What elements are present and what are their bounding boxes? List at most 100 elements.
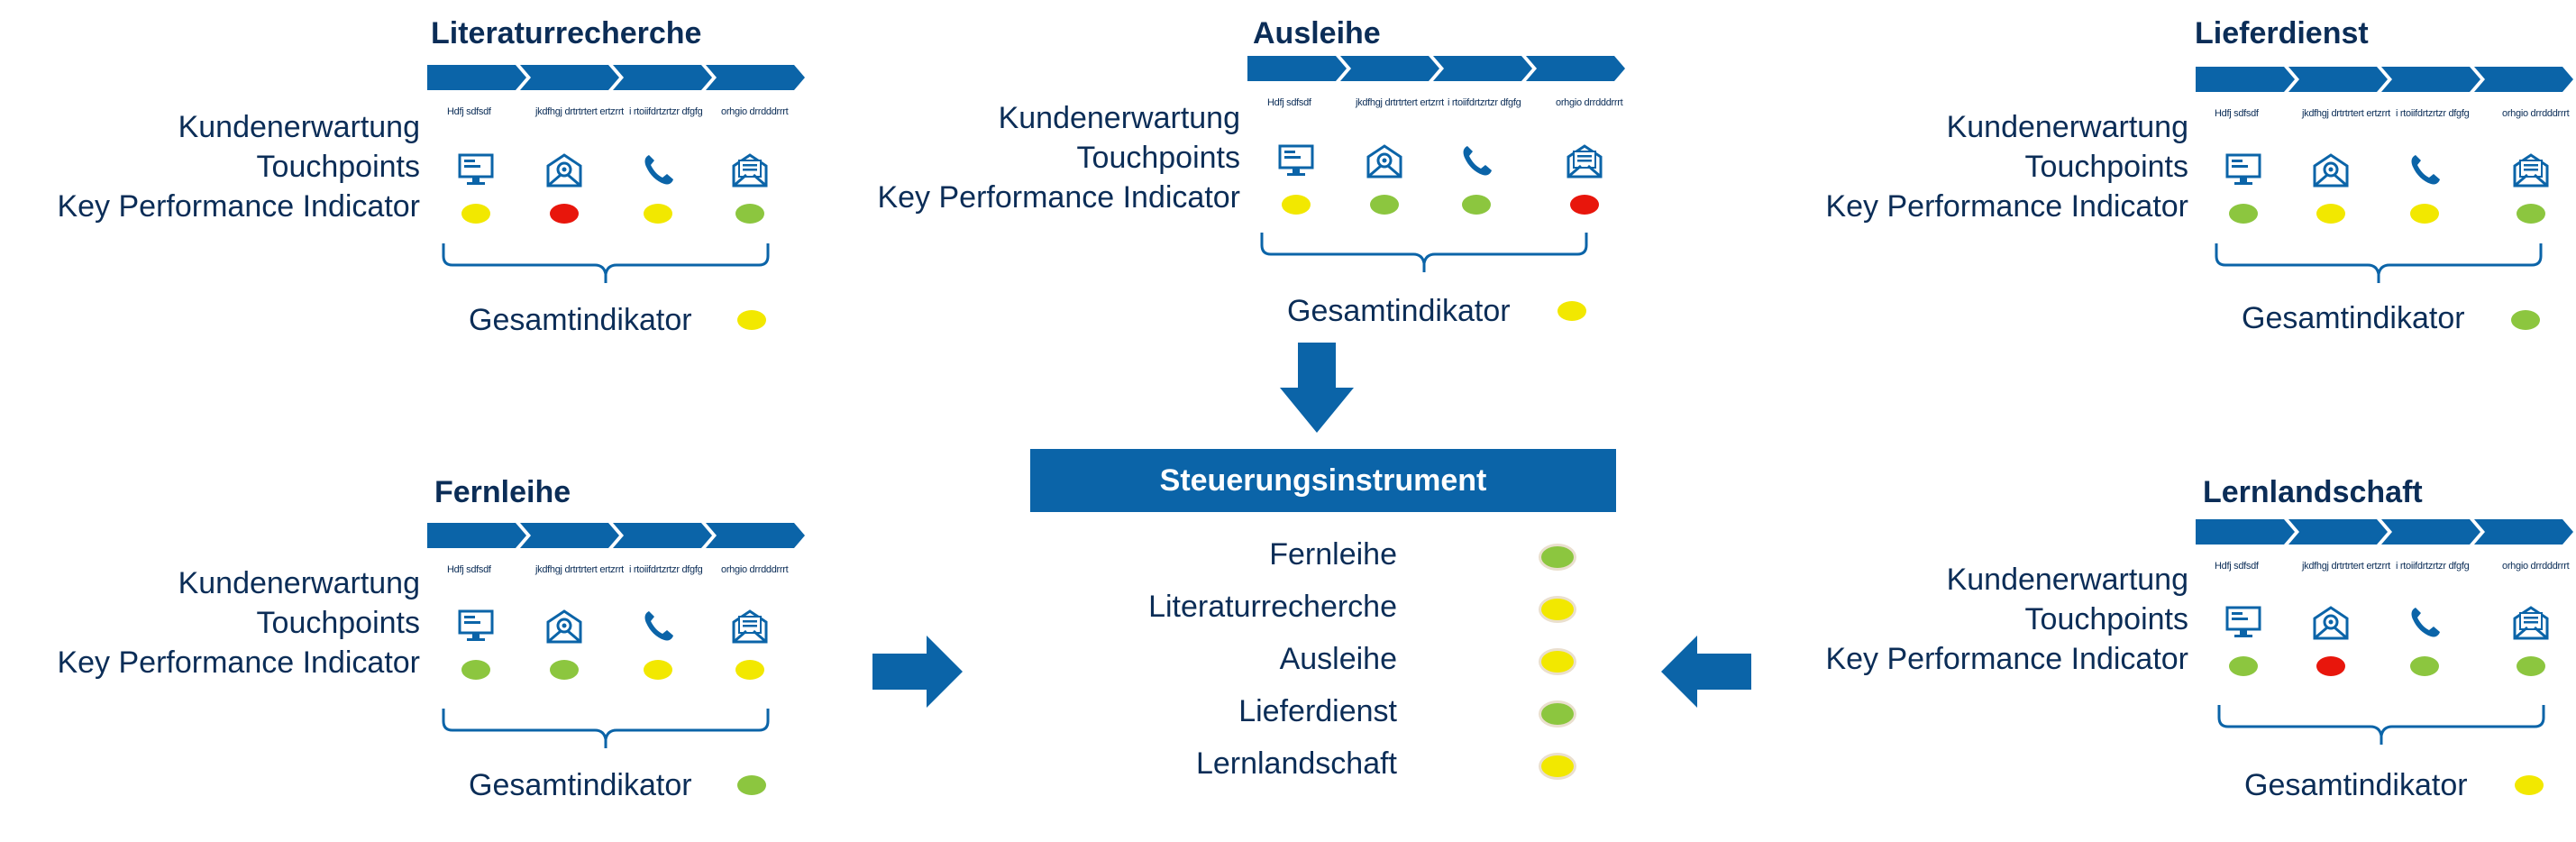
kpi-status-dot-yellow [644,660,672,680]
process-step-chevron [1340,56,1439,81]
step-text: Hdfj sdfsdf [447,106,491,117]
label-kpi: Key Performance Indicator [57,189,420,224]
step-text: orhgio drrdddrrrt [1556,97,1623,108]
process-step-chevron [2474,67,2573,92]
label-touchpoints: Touchpoints [2024,150,2188,184]
step-text: Hdfj sdfsdf [2215,108,2259,119]
process-step-chevron [427,65,526,90]
process-chevrons [427,523,805,548]
gesamt-status-dot-yellow [2515,775,2544,795]
letter-icon [730,606,770,645]
center-status-dot-yellow [1541,755,1574,777]
gesamt-status-dot-yellow [737,310,766,330]
phone-icon [2405,150,2444,189]
process-step-chevron [2196,519,2295,545]
process-step-chevron [1247,56,1347,81]
monitor-icon [456,606,496,645]
center-status-dot-yellow [1541,651,1574,673]
center-item-label: Fernleihe [1269,537,1397,572]
kpi-status-dot-yellow [2316,204,2345,224]
step-text: i rtoiifdrtzrtzr dfgfg [2396,561,2470,572]
gesamtindikator-label: Gesamtindikator [1287,294,1511,328]
step-text: Hdfj sdfsdf [2215,561,2259,572]
gesamt-status-dot-yellow [1557,301,1586,321]
kpi-status-dot-yellow [1282,195,1311,215]
gesamt-status-dot-green [737,775,766,795]
process-step-chevron [1433,56,1532,81]
step-text: i rtoiifdrtzrtzr dfgfg [629,564,703,575]
step-text: orhgio drrdddrrrt [721,106,789,117]
kpi-status-dot-yellow [644,204,672,224]
email-at-icon [544,606,584,645]
monitor-icon [2224,602,2263,642]
step-text: jkdfhgj drtrtrtert ertzrrt [1356,97,1444,108]
kpi-status-dot-yellow [735,660,764,680]
process-step-chevron [2381,519,2480,545]
letter-icon [2511,602,2551,642]
monitor-icon [2224,150,2263,189]
panel-title: Lernlandschaft [2203,475,2423,509]
gesamt-status-dot-green [2511,310,2540,330]
email-at-icon [544,150,584,189]
curly-brace [442,243,770,283]
kpi-status-dot-green [550,660,579,680]
kpi-status-dot-green [2229,656,2258,676]
label-touchpoints: Touchpoints [256,150,420,184]
kpi-status-dot-green [2410,656,2439,676]
gesamtindikator-label: Gesamtindikator [2242,301,2465,335]
kpi-status-dot-red [2316,656,2345,676]
center-title-box: Steuerungsinstrument [1030,449,1616,512]
phone-icon [638,150,678,189]
kpi-status-dot-red [1570,195,1599,215]
label-kundenerwartung: Kundenerwartung [1946,110,2188,144]
arrow-down-icon [1280,343,1354,433]
step-text: jkdfhgj drtrtrtert ertzrrt [2302,108,2390,119]
process-step-chevron [706,65,805,90]
step-text: jkdfhgj drtrtrtert ertzrrt [535,564,624,575]
arrow-right-icon [872,636,963,708]
curly-brace [2215,243,2543,283]
panel-title: Fernleihe [434,475,571,509]
monitor-icon [1276,141,1316,180]
process-step-chevron [2288,519,2388,545]
gesamtindikator-label: Gesamtindikator [469,303,692,337]
email-at-icon [1365,141,1404,180]
label-kpi: Key Performance Indicator [877,180,1240,215]
process-chevrons [2196,519,2573,545]
kpi-status-dot-green [2517,656,2545,676]
letter-icon [730,150,770,189]
step-text: orhgio drrdddrrrt [2502,561,2570,572]
step-text: i rtoiifdrtzrtzr dfgfg [1448,97,1521,108]
kpi-status-dot-green [1462,195,1491,215]
process-chevrons [2196,67,2573,92]
panel-title: Literaturrecherche [431,16,702,50]
email-at-icon [2311,150,2351,189]
label-kpi: Key Performance Indicator [57,645,420,680]
process-chevrons [1247,56,1625,81]
center-item-label: Ausleihe [1279,642,1397,676]
label-kpi: Key Performance Indicator [1825,189,2188,224]
center-status-dot-yellow [1541,599,1574,620]
label-touchpoints: Touchpoints [256,606,420,640]
label-kpi: Key Performance Indicator [1825,642,2188,676]
step-text: orhgio drrdddrrrt [2502,108,2570,119]
process-step-chevron [2474,519,2573,545]
center-item-label: Lernlandschaft [1195,746,1397,781]
process-step-chevron [520,65,619,90]
step-text: jkdfhgj drtrtrtert ertzrrt [535,106,624,117]
label-kundenerwartung: Kundenerwartung [998,101,1240,135]
monitor-icon [456,150,496,189]
process-step-chevron [613,523,712,548]
label-kundenerwartung: Kundenerwartung [178,110,420,144]
process-chevrons [427,65,805,90]
step-text: Hdfj sdfsdf [1267,97,1311,108]
process-step-chevron [520,523,619,548]
phone-icon [638,606,678,645]
center-title: Steuerungsinstrument [1159,462,1487,498]
label-touchpoints: Touchpoints [1076,141,1240,175]
center-status-dot-green [1541,546,1574,568]
kpi-status-dot-green [461,660,490,680]
kpi-status-dot-green [735,204,764,224]
process-step-chevron [2196,67,2295,92]
step-text: i rtoiifdrtzrtzr dfgfg [2396,108,2470,119]
